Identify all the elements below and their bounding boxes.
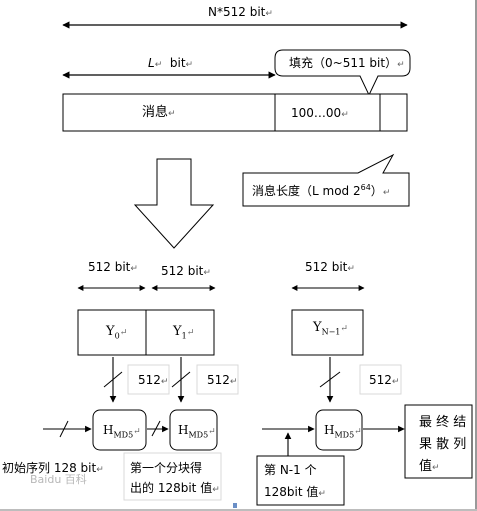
initial-seq-label: 初始序列 128 bit: [2, 461, 97, 475]
block-yn-sub: N−1: [321, 327, 341, 337]
h-md5-box-n: [315, 409, 363, 451]
block-yn-label: Y: [313, 320, 322, 335]
y1-slash: [171, 371, 191, 388]
message-bar: [62, 93, 408, 132]
final-hash-line2: 果 散 列: [419, 437, 467, 452]
total-length-label: N*512 bit: [208, 5, 266, 19]
bottom-marker: [233, 503, 237, 508]
length-field-exponent: 64: [360, 183, 371, 192]
final-hash-line1: 最 终 结: [419, 415, 467, 430]
width-box-2: [196, 364, 239, 395]
first-block-note-box: [123, 452, 222, 501]
width-label-2: 512: [207, 373, 230, 387]
right-edge: [475, 0, 477, 511]
h-md5-sub-2: MD5: [188, 430, 209, 440]
big-down-arrow: [133, 158, 215, 249]
final-hash-box: [404, 404, 473, 479]
message-length-unit: bit: [169, 56, 186, 70]
padding-label: 填充（0~511 bit）: [289, 56, 398, 70]
nth-block-note-line1: 第 N-1 个: [264, 463, 317, 477]
h-md5-label-n: H: [324, 423, 335, 437]
block-y1: [145, 309, 215, 356]
h-md5-box-1: [92, 409, 147, 451]
init-slash: [59, 420, 69, 438]
blockn-size-label: 512 bit: [305, 260, 348, 274]
y0-slash: [103, 371, 123, 388]
padding-callout: [274, 49, 411, 97]
width-box-1: [127, 364, 170, 395]
h-md5-label-1: H: [103, 423, 114, 437]
yn-slash: [319, 371, 341, 388]
nth-block-note-line2: 128bit 值: [264, 485, 319, 499]
width-label-1: 512: [138, 373, 161, 387]
bottom-edge: [0, 509, 477, 511]
length-field-callout: [242, 153, 410, 207]
first-block-note-line1: 第一个分块得: [130, 461, 203, 475]
final-hash-line3: 值: [419, 459, 433, 474]
h-md5-sub-1: MD5: [113, 430, 134, 440]
watermark: Baidu 百科: [30, 473, 87, 486]
length-field-close: ）: [370, 184, 383, 198]
block-y1-sub: 1: [181, 331, 187, 341]
length-field-label: 消息长度（L mod 2: [252, 184, 361, 198]
message-length-symbol: L: [148, 56, 155, 70]
block0-size-label: 512 bit: [88, 260, 131, 274]
width-box-3: [359, 364, 402, 395]
message-label: 消息: [142, 105, 169, 120]
nth-block-note-box: [256, 455, 345, 506]
block-yn: [291, 309, 364, 356]
h-md5-box-2: [169, 409, 218, 451]
h-md5-label-2: H: [178, 423, 189, 437]
padding-bits: 100…00: [291, 106, 342, 120]
block-y0-label: Y: [106, 324, 115, 339]
block-y1-label: Y: [173, 324, 182, 339]
block-y0-sub: 0: [114, 331, 120, 341]
width-label-3: 512: [369, 373, 392, 387]
first-block-note-line2: 出的 128bit 值: [130, 481, 213, 495]
h1-h2-slash: [151, 420, 161, 437]
h-md5-sub-n: MD5: [334, 430, 355, 440]
block1-size-label: 512 bit: [161, 264, 204, 278]
